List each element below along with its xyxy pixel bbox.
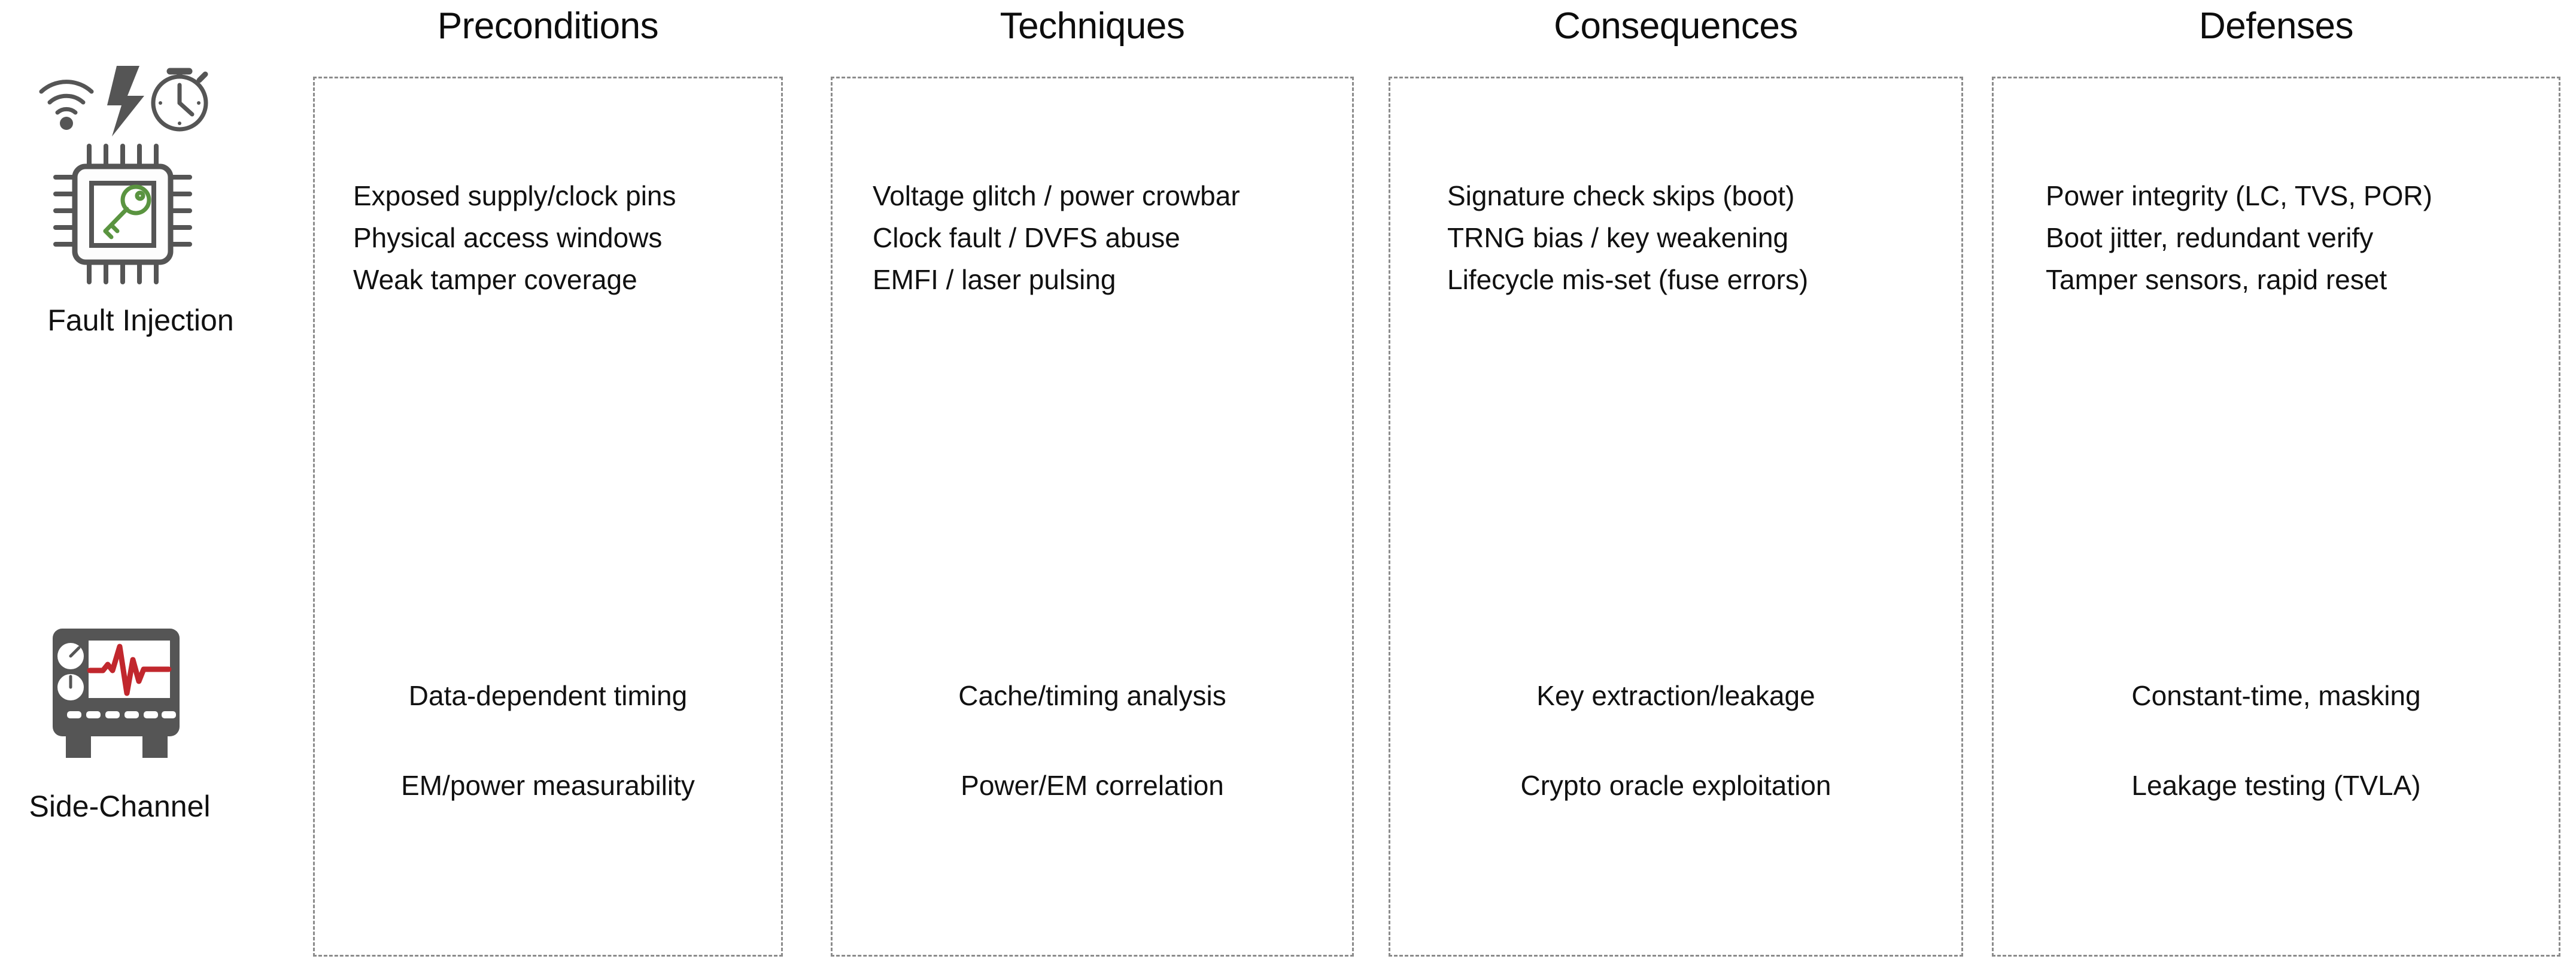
cell-line: Constant-time, masking [2131,680,2421,711]
button-row-icon [67,711,176,718]
cell-line: Physical access windows [353,222,663,253]
cell-line: Voltage glitch / power crowbar [873,180,1240,211]
wifi-dot-icon [60,117,73,130]
waveform-icon [87,644,172,696]
cell-fault-injection-defenses: Power integrity (LC, TVS, POR) Boot jitt… [2046,175,2432,301]
stopwatch-icon [151,68,208,132]
column-header-consequences: Consequences [1554,5,1798,47]
cell-fault-injection-preconditions: Exposed supply/clock pins Physical acces… [353,175,676,301]
cell-line: EM/power measurability [401,770,695,801]
column-header-defenses: Defenses [2199,5,2353,47]
panel-techniques [831,77,1354,957]
cell-line: Power integrity (LC, TVS, POR) [2046,180,2432,211]
side-channel-icon-group [36,617,209,778]
row-label-side-channel: Side-Channel [29,790,211,823]
column-header-preconditions: Preconditions [437,5,659,47]
fault-injection-icon-group [33,57,212,291]
cell-line: Weak tamper coverage [353,264,637,295]
cell-line: Data-dependent timing [408,680,688,711]
cell-line: Clock fault / DVFS abuse [873,222,1180,253]
cell-line: Crypto oracle exploitation [1520,770,1831,801]
lightning-bolt-icon [107,66,144,136]
wifi-icon [39,80,94,115]
cell-line: Tamper sensors, rapid reset [2046,264,2387,295]
cell-line: Power/EM correlation [961,770,1224,801]
panel-defenses [1992,77,2560,957]
cell-line: EMFI / laser pulsing [873,264,1116,295]
knob-icons [57,643,84,700]
cell-line: Cache/timing analysis [958,680,1226,711]
cell-line: Lifecycle mis-set (fuse errors) [1447,264,1809,295]
key-icon [103,184,151,239]
chip-with-key-icon [53,144,192,284]
oscilloscope-icon [53,629,180,758]
cell-fault-injection-techniques: Voltage glitch / power crowbar Clock fau… [873,175,1240,301]
panel-preconditions [313,77,783,957]
panel-consequences [1389,77,1963,957]
cell-line: TRNG bias / key weakening [1447,222,1789,253]
row-label-fault-injection: Fault Injection [47,304,234,337]
cell-line: Boot jitter, redundant verify [2046,222,2374,253]
cell-line: Exposed supply/clock pins [353,180,676,211]
column-header-row: Preconditions Techniques Consequences De… [0,0,2576,66]
cell-line: Signature check skips (boot) [1447,180,1795,211]
column-header-techniques: Techniques [1000,5,1185,47]
cell-line: Leakage testing (TVLA) [2131,770,2421,801]
cell-fault-injection-consequences: Signature check skips (boot) TRNG bias /… [1447,175,1808,301]
cell-line: Key extraction/leakage [1536,680,1815,711]
